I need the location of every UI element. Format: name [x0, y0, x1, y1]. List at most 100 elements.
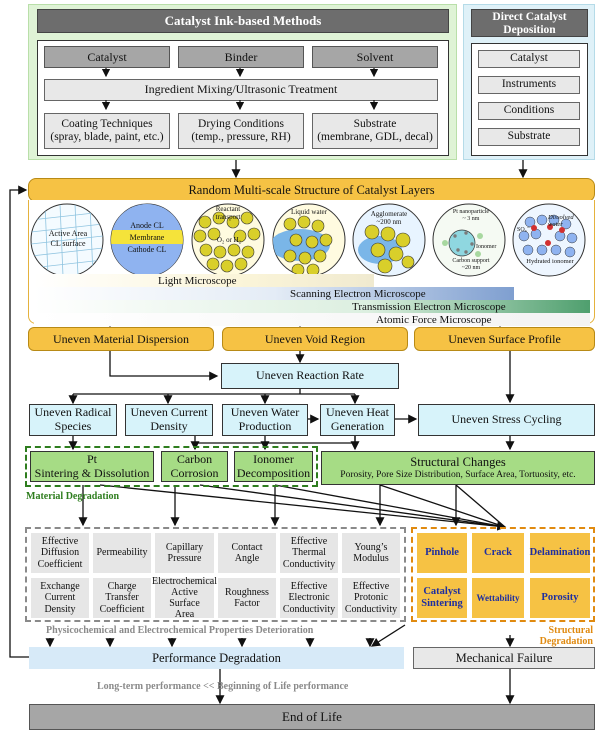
- pt-line2: Sintering & Dissolution: [34, 465, 150, 480]
- uneven-surface-profile: Uneven Surface Profile: [414, 327, 595, 351]
- ingredient-catalyst: Catalyst: [44, 46, 170, 68]
- property-line: Effective: [290, 581, 328, 593]
- coating-line2: (spray, blade, paint, etc.): [50, 131, 164, 143]
- properties-frame: [25, 527, 406, 622]
- pt-sintering-dissolution: Pt Sintering & Dissolution: [30, 451, 154, 482]
- agglomerate-image: [352, 203, 426, 277]
- reactant-text: Reactant: [215, 205, 241, 213]
- water-line2: Production: [238, 419, 292, 433]
- property-line: Coefficient: [37, 558, 83, 570]
- property-line: Roughness: [225, 586, 269, 598]
- end-of-life: End of Life: [29, 704, 595, 730]
- ingredient-solvent: Solvent: [312, 46, 438, 68]
- active-area-label: Active Area CL surface: [38, 229, 98, 249]
- property-line: Charge: [107, 581, 137, 593]
- property-line: Factor: [234, 598, 260, 609]
- property-line: Effective: [290, 536, 328, 548]
- property-cell: Permeability: [93, 533, 151, 573]
- property-line: Active Surface: [169, 586, 200, 609]
- uneven-stress-cycling: Uneven Stress Cycling: [418, 404, 595, 436]
- reactant-label: Reactant transport: [208, 205, 248, 221]
- direct-catalyst: Catalyst: [478, 50, 580, 68]
- structural-degradation-cell: Porosity: [530, 578, 590, 618]
- active-area-text: Active Area: [48, 229, 88, 238]
- property-line: Conductivity: [282, 603, 336, 615]
- sem-label: Scanning Electron Microscope: [290, 287, 426, 300]
- afm-bar: Atomic Force Microscope: [34, 313, 590, 326]
- property-line: Electrochemical: [152, 575, 217, 587]
- property-line: Pressure: [167, 553, 202, 564]
- direct-title-line1: Direct Catalyst: [492, 11, 567, 23]
- property-line: Modulus: [353, 553, 389, 564]
- structural-degradation-line: Delamination: [529, 547, 591, 559]
- tem-label: Transmission Electron Microscope: [352, 300, 506, 313]
- property-line: Exchange: [40, 581, 80, 593]
- property-line: Angle: [234, 553, 260, 564]
- ink-methods-panel: Catalyst Ink-based Methods Catalyst Bind…: [28, 4, 457, 160]
- liquid-water-image: [272, 203, 346, 277]
- transport-text: transport: [215, 213, 241, 221]
- structural-degradation-frame: [411, 527, 595, 622]
- ionomer-decomposition: Ionomer Decomposition: [234, 451, 313, 482]
- ionomer-line1: Ionomer: [253, 451, 294, 466]
- substrate-line2: (membrane, GDL, decal): [317, 131, 433, 143]
- agglomerate-label: Agglomerate ~200 nm: [364, 210, 414, 226]
- mixing-step: Ingredient Mixing/Ultrasonic Treatment: [44, 79, 438, 101]
- property-line: Current: [44, 592, 76, 604]
- substrate-box: Substrate (membrane, GDL, decal): [312, 113, 438, 149]
- o2-h2-label: O₂ or H₂: [216, 236, 242, 244]
- pt-size-text: ~ 3 nm: [462, 216, 480, 222]
- property-line: Conductivity: [282, 558, 336, 570]
- property-line: Protonic: [354, 592, 388, 604]
- direct-deposition-panel: Direct Catalyst Deposition Catalyst Inst…: [463, 4, 595, 160]
- uneven-void-region: Uneven Void Region: [222, 327, 408, 351]
- pt-nanoparticle-text: Pt nanoparticle: [452, 209, 490, 215]
- structural-degradation-line: Wettability: [476, 592, 520, 603]
- performance-degradation: Performance Degradation: [29, 647, 404, 669]
- agglomerate-size-text: ~200 nm: [376, 218, 402, 226]
- structural-degradation-cell: Delamination: [530, 533, 590, 573]
- coating-techniques-box: Coating Techniques (spray, blade, paint,…: [44, 113, 170, 149]
- structural-degradation-line: Crack: [484, 547, 512, 559]
- structural-degradation-line: Sintering: [421, 598, 463, 609]
- current-line1: Uneven Current: [130, 405, 208, 420]
- drying-line2: (temp., pressure, RH): [191, 131, 291, 143]
- property-line: Effective: [352, 581, 390, 593]
- carbon-size-text: ~20 nm: [461, 265, 481, 271]
- afm-label: Atomic Force Microscope: [376, 313, 492, 326]
- dissolved-water-label: Dissolved water: [548, 214, 574, 228]
- uneven-water-production: Uneven Water Production: [222, 404, 308, 436]
- heat-line2: Generation: [330, 419, 385, 433]
- structural-changes-title: Structural Changes: [410, 455, 506, 470]
- hydrated-ionomer-image: [512, 203, 586, 277]
- pt-nanoparticle-image: [432, 203, 506, 277]
- property-line: Effective: [41, 536, 79, 548]
- property-line: Thermal: [292, 547, 326, 559]
- structural-degradation-label: Structural Degradation: [539, 625, 593, 647]
- property-line: Young’s: [354, 541, 388, 553]
- structural-degradation-line: Pinhole: [425, 547, 459, 559]
- direct-instruments: Instruments: [478, 76, 580, 94]
- radical-line1: Uneven Radical: [34, 405, 112, 420]
- property-line: Contact: [231, 541, 263, 553]
- uneven-current-density: Uneven Current Density: [125, 404, 213, 436]
- property-line: Density: [44, 603, 76, 615]
- carbon-line2: Corrosion: [170, 465, 219, 480]
- longterm-note: Long-term performance << Beginning of Li…: [97, 681, 349, 692]
- cl-surface-text: CL surface: [50, 239, 86, 248]
- uneven-heat-generation: Uneven Heat Generation: [320, 404, 395, 436]
- membrane-labels: Anode CL Membrane Cathode CL: [117, 220, 177, 256]
- property-line: Capillary: [165, 541, 204, 553]
- properties-label: Physicochemical and Electrochemical Prop…: [46, 625, 314, 636]
- liquid-water-label: Liquid water: [291, 208, 327, 216]
